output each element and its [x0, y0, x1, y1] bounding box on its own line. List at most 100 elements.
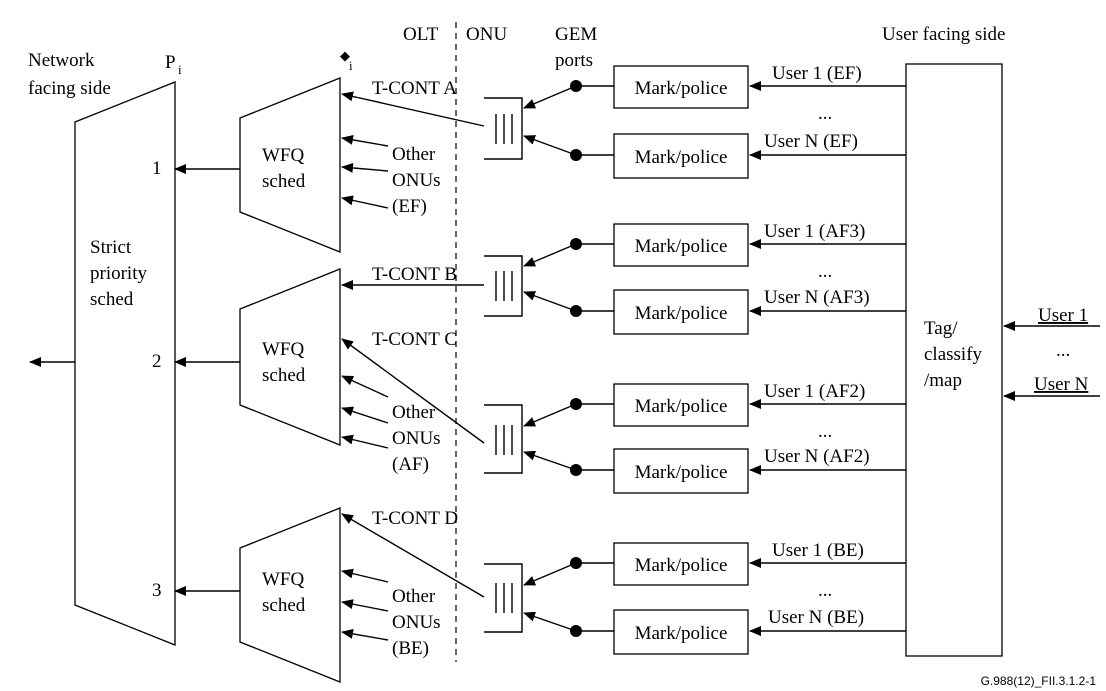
flow-af2-top: User 1 (AF2)	[764, 381, 865, 402]
other-onus-af-1: Other	[392, 402, 436, 423]
flow-af3-bottom: User N (AF3)	[764, 287, 870, 308]
mark-police-be-1	[613, 542, 749, 586]
gem-arrow-ef-2	[523, 135, 577, 156]
other-onus-af-3: (AF)	[392, 454, 429, 475]
strict-label-3: sched	[90, 289, 134, 310]
figure-id: G.988(12)_FII.3.1.2-1	[981, 674, 1097, 688]
gem-label-2: ports	[555, 50, 593, 71]
other-onus-be-1: Other	[392, 586, 436, 607]
input-user-1-label: User 1	[1038, 305, 1088, 326]
other-onus-ef-arrow-3	[341, 195, 389, 209]
strict-label-1: Strict	[90, 237, 132, 258]
flow-be-top: User 1 (BE)	[772, 540, 864, 561]
other-onus-af-2: ONUs	[392, 428, 441, 449]
priority-3-label: 3	[152, 580, 162, 601]
wfq-ef-label-2: sched	[262, 171, 306, 192]
tcont-c-label: T-CONT C	[372, 329, 457, 350]
gem-queue-ef	[484, 97, 523, 160]
mark-police-be-2	[613, 609, 749, 655]
flow-be-bottom: User N (BE)	[768, 607, 864, 628]
wfq-scheduler-af	[239, 268, 341, 446]
onu-label: ONU	[466, 24, 507, 45]
gem-label-1: GEM	[555, 24, 597, 45]
other-onus-be-2: ONUs	[392, 612, 441, 633]
priority-p-subscript: i	[178, 62, 182, 77]
priority-2-label: 2	[152, 351, 162, 372]
other-onus-af-arrow-2	[341, 406, 389, 424]
input-user-n-label: User N	[1034, 374, 1089, 395]
other-onus-be-3: (BE)	[392, 638, 429, 659]
mark-police-af2-1-label: Mark/police	[635, 396, 728, 417]
gem-arrow-af2-1	[523, 403, 577, 427]
mark-police-af2-1	[613, 383, 749, 427]
flow-ef-top: User 1 (EF)	[772, 63, 862, 84]
other-onus-af-arrow-3	[341, 434, 389, 449]
strict-label-2: priority	[90, 263, 147, 284]
other-onus-ef-3: (EF)	[392, 196, 427, 217]
gem-queue-af3	[484, 255, 523, 317]
gem-arrow-ef-1	[523, 85, 577, 109]
strict-priority-scheduler	[74, 81, 176, 646]
mark-police-ef-2	[613, 133, 749, 179]
flow-af3-top: User 1 (AF3)	[764, 221, 865, 242]
gem-arrow-af3-2	[523, 291, 577, 312]
olt-label: OLT	[403, 24, 439, 45]
tag-label-1: Tag/	[924, 318, 958, 339]
wfq-af-label-2: sched	[262, 365, 306, 386]
other-onus-ef-1: Other	[392, 144, 436, 165]
wfq-be-label-1: WFQ	[262, 569, 305, 590]
flow-ef-bottom: User N (EF)	[764, 131, 858, 152]
tcont-a-label: T-CONT A	[372, 78, 457, 99]
weight-phi-subscript: i	[349, 58, 353, 73]
tag-classify-map-block	[905, 63, 1003, 657]
network-side-label-1: Network	[28, 50, 95, 71]
mark-police-af2-2	[613, 448, 749, 494]
other-onus-be-arrow-3	[341, 628, 389, 641]
wfq-be-label-2: sched	[262, 595, 306, 616]
gem-arrow-be-1	[523, 562, 577, 586]
network-side-label-2: facing side	[28, 78, 111, 99]
mark-police-ef-1-label: Mark/police	[635, 78, 728, 99]
other-onus-be-arrow-1	[341, 568, 389, 583]
tcont-a-link	[341, 91, 485, 127]
input-users-dots: ...	[1056, 340, 1070, 361]
wfq-scheduler-ef	[239, 77, 341, 253]
other-onus-af-arrow-1	[341, 375, 389, 398]
mark-police-af2-2-label: Mark/police	[635, 462, 728, 483]
mark-police-be-1-label: Mark/police	[635, 555, 728, 576]
weight-phi-symbol: ◆	[340, 48, 350, 63]
mark-police-af3-2	[613, 289, 749, 335]
tcont-d-link	[341, 513, 485, 598]
user-side-label: User facing side	[882, 24, 1005, 45]
flow-af3-dots: ...	[818, 261, 832, 282]
flow-ef-dots: ...	[818, 103, 832, 124]
mark-police-af3-1-label: Mark/police	[635, 236, 728, 257]
other-onus-ef-2: ONUs	[392, 170, 441, 191]
gem-arrow-af3-1	[523, 243, 577, 267]
tag-label-2: classify	[924, 344, 983, 365]
tcont-d-label: T-CONT D	[372, 508, 458, 529]
gem-queue-af2	[484, 404, 523, 474]
mark-police-af3-1	[613, 223, 749, 267]
flow-af2-bottom: User N (AF2)	[764, 446, 870, 467]
flow-be-dots: ...	[818, 580, 832, 601]
gem-arrow-be-2	[523, 611, 577, 632]
gem-arrow-af2-2	[523, 450, 577, 471]
mark-police-af3-2-label: Mark/police	[635, 303, 728, 324]
mark-police-be-2-label: Mark/police	[635, 623, 728, 644]
tcont-c-link	[341, 338, 485, 444]
flow-af2-dots: ...	[818, 421, 832, 442]
mark-police-ef-1	[613, 65, 749, 109]
wfq-ef-label-1: WFQ	[262, 145, 305, 166]
other-onus-be-arrow-2	[341, 599, 389, 612]
other-onus-ef-arrow-1	[341, 134, 389, 147]
wfq-scheduler-be	[239, 507, 341, 683]
mark-police-ef-2-label: Mark/police	[635, 147, 728, 168]
tag-label-3: /map	[924, 370, 962, 391]
other-onus-ef-arrow-2	[341, 162, 389, 173]
priority-p-label: P	[165, 52, 176, 73]
tcont-b-label: T-CONT B	[372, 264, 457, 285]
priority-1-label: 1	[152, 158, 162, 179]
gem-queue-be	[484, 563, 523, 633]
